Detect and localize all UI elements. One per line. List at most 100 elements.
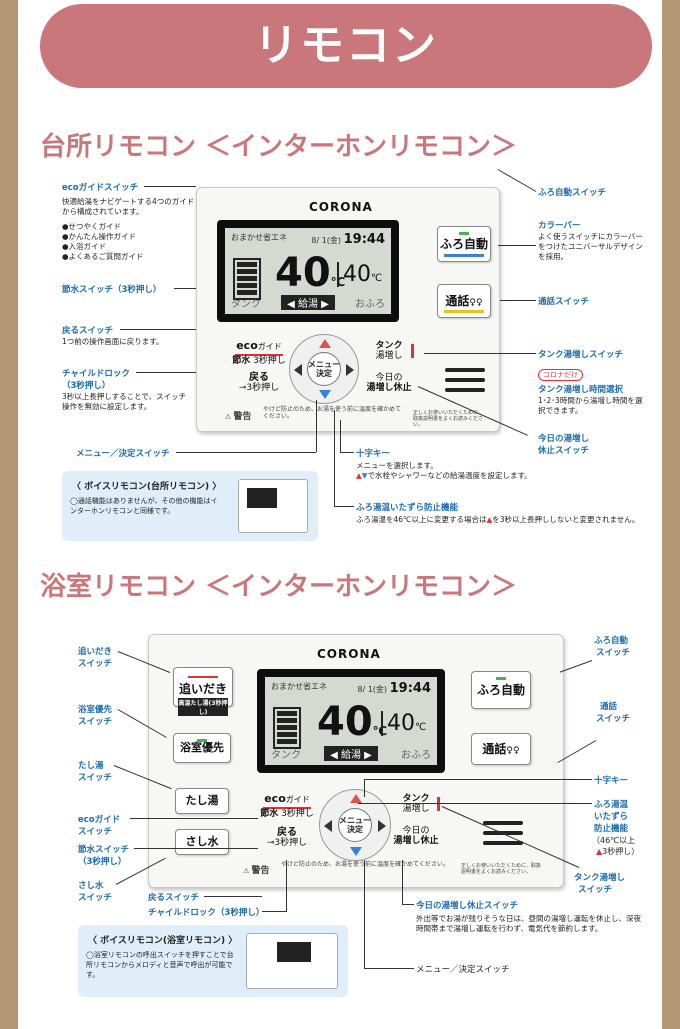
tank-yumashi-button[interactable]: タンク湯増し [375, 341, 403, 361]
label-cross-key-bath: 十字キー [594, 776, 629, 786]
lcd-mode: おまかせ省エネ [231, 233, 287, 242]
lcd-right-label: おふろ [355, 299, 385, 310]
label-furo-auto: ふろ自動スイッチ [538, 188, 607, 198]
label-tank-yumashi: タンク湯増しスイッチ [538, 350, 624, 360]
sashimizu-button[interactable]: さし水 [175, 829, 229, 855]
bath-section-title: 浴室リモコン ＜インターホンリモコン＞ [40, 572, 518, 602]
tsuwa-button-bath[interactable]: 通話♀♀ [471, 733, 531, 765]
desc-child-lock: 3秒以上長押しすることで、スイッチ操作を無効に設定します。 [62, 392, 187, 412]
lcd-tank-temp: 40 [275, 250, 331, 296]
left-arrow-icon[interactable] [294, 364, 302, 376]
label-furo-auto-bath: ふろ自動 [594, 636, 629, 646]
up-arrow-icon[interactable] [350, 794, 362, 803]
label-cross-key: 十字キー [356, 449, 391, 459]
bath-voice-remote-box: 〈 ボイスリモコン(浴室リモコン) 〉 ◯浴室リモコンの呼出スイッチを押すことで… [78, 925, 348, 997]
lcd-bath-temp: 40 [343, 262, 371, 287]
label-tsuwa-bath: 通話 [600, 702, 618, 712]
eco-guide-button-bath[interactable]: ecoガイド節水 3秒押し [260, 792, 314, 819]
tsuwa-button[interactable]: 通話♀♀ [437, 284, 491, 318]
down-arrow-icon[interactable] [350, 847, 362, 856]
label-child-lock: チャイルドロック [62, 369, 130, 379]
eco-guide-list-3: ●よくあるご質問ガイド [62, 252, 144, 261]
label-kyou-yumashi-sub: 休止スイッチ [538, 446, 590, 456]
kitchen-section-title: 台所リモコン ＜インターホンリモコン＞ [40, 132, 518, 162]
label-sashimizu: さし水 [78, 881, 104, 891]
label-yokushitsu: 浴室優先 [78, 705, 113, 715]
label-eco-bath: ecoガイド [78, 815, 121, 825]
bath-voice-text: ◯浴室リモコンの呼出スイッチを押すことで台所リモコンからメロディと音声で呼出が可… [86, 951, 234, 979]
page-title-banner: リモコン [40, 4, 652, 88]
corona-logo-bath: CORONA [317, 647, 381, 661]
label-eco-guide: ecoガイドスイッチ [62, 183, 139, 193]
menu-enter-button[interactable]: メニュー決定 [307, 352, 341, 386]
label-kyou-yumashi: 今日の湯増し [538, 434, 590, 444]
label-kyou-bath: 今日の湯増し休止スイッチ [416, 901, 519, 911]
kyou-yumashi-kyushi-button[interactable]: 今日の湯増し休止 [366, 373, 412, 393]
oidaki-button[interactable]: 追いだき高温たし湯(3秒押し) [173, 667, 233, 716]
desc-cross-key-2: ▲▼で水栓やシャワーなどの給湯温度を設定します。 [356, 471, 532, 480]
label-modoru: 戻るスイッチ [62, 326, 114, 336]
lcd-left-label: タンク [231, 299, 261, 310]
voice-remote-thumbnail [238, 479, 308, 533]
label-child-lock-sub: （3秒押し） [62, 381, 111, 391]
lcd-date: 8/ 1(金) [311, 236, 342, 245]
label-furo-prevent-bath: ふろ湯温 [594, 800, 629, 810]
label-color-bar: カラーバー [538, 221, 581, 231]
kitchen-voice-title: 〈 ボイスリモコン(台所リモコン) 〉 [72, 482, 222, 492]
label-tank-bath: タンク湯増し [574, 873, 626, 883]
label-setsusui-bath: 節水スイッチ [78, 845, 130, 855]
warning-label: ⚠ 警告 [225, 412, 252, 422]
cross-key-pad-bath[interactable]: メニュー決定 [319, 789, 391, 861]
kyou-yumashi-kyushi-button-bath[interactable]: 今日の湯増し休止 [393, 826, 439, 846]
desc-tank-time: 1･2･3時間から湯増し時間を選択できます。 [538, 396, 643, 416]
modoru-button-bath[interactable]: 戻る⊸3秒押し [266, 827, 308, 848]
desc-modoru: 1つ前の操作画面に戻ります。 [62, 337, 164, 346]
cross-key-pad[interactable]: メニュー決定 [289, 334, 359, 404]
right-arrow-icon[interactable] [346, 364, 354, 376]
eco-guide-button[interactable]: ecoガイド節水 3秒押し [232, 339, 286, 366]
eco-guide-list-1: ●かんたん操作ガイド [62, 232, 137, 241]
bath-voice-title: 〈 ボイスリモコン(浴室リモコン) 〉 [88, 936, 238, 946]
kitchen-voice-text: ◯通話機能はありませんが、その他の機能はインターホンリモコンと同様です。 [70, 497, 218, 515]
left-arrow-icon[interactable] [324, 820, 332, 832]
desc-kyou-bath: 外出等でお湯が残りそうな日は、昼間の湯増し運転を休止し、深夜時間帯まで湯増し運転… [416, 914, 641, 934]
desc-eco-guide: 快適給湯をナビゲートする4つのガイドから構成されています。 [62, 197, 195, 217]
speaker-grille-bath [483, 821, 523, 825]
furo-auto-button[interactable]: ふろ自動 [437, 226, 491, 262]
desc-color-bar: よく使うスイッチにカラーバーをつけたユニバーサルデザインを採用。 [538, 232, 643, 262]
label-tashiyu: たし湯 [78, 761, 104, 771]
label-menu-bath: メニュー／決定スイッチ [416, 965, 510, 975]
label-oidaki: 追いだき [78, 647, 113, 657]
kitchen-voice-remote-box: 〈 ボイスリモコン(台所リモコン) 〉 ◯通話機能はありませんが、その他の機能は… [62, 471, 318, 541]
yokushitsu-yusen-button[interactable]: 浴室優先 [173, 733, 231, 763]
tashiyu-button[interactable]: たし湯 [175, 788, 229, 814]
label-child-lock-bath: チャイルドロック（3秒押し） [148, 908, 265, 918]
speaker-grille [445, 368, 485, 372]
modoru-button[interactable]: 戻る⊸3秒押し [238, 372, 280, 393]
label-modoru-bath: 戻るスイッチ [148, 893, 200, 903]
furo-prevent-note: ▲3秒押し） [596, 847, 640, 856]
label-tank-time: タンク湯増し時間選択 [538, 385, 624, 395]
tank-yumashi-button-bath[interactable]: タンク湯増し [402, 794, 430, 814]
desc-furo-prevent-1: ふろ湯温を46℃以上に変更する場合は▲を3秒以上長押ししないと変更されません。 [356, 515, 640, 524]
tank-indicator [411, 344, 414, 358]
eco-guide-list-2: ●入浴ガイド [62, 242, 107, 251]
label-menu: メニュー／決定スイッチ [76, 449, 170, 459]
bath-voice-remote-thumbnail [246, 933, 338, 989]
warning-text: やけど防止のため、お湯を使う前に温度を確かめてください。 [263, 406, 402, 421]
label-furo-prevent: ふろ湯温いたずら防止機能 [356, 503, 459, 513]
manual-note: 正しくお使いいただくために、取扱説明書をよくお読みください。 [413, 410, 484, 428]
eco-guide-list-0: ●せつやくガイド [62, 222, 122, 231]
down-arrow-icon[interactable] [319, 390, 331, 399]
furo-auto-button-bath[interactable]: ふろ自動 [471, 671, 531, 709]
corona-logo: CORONA [309, 200, 373, 214]
menu-enter-button-bath[interactable]: メニュー決定 [338, 808, 372, 842]
right-arrow-icon[interactable] [378, 820, 386, 832]
up-arrow-icon[interactable] [319, 339, 331, 348]
desc-cross-key-1: メニューを選択します。 [356, 461, 438, 470]
